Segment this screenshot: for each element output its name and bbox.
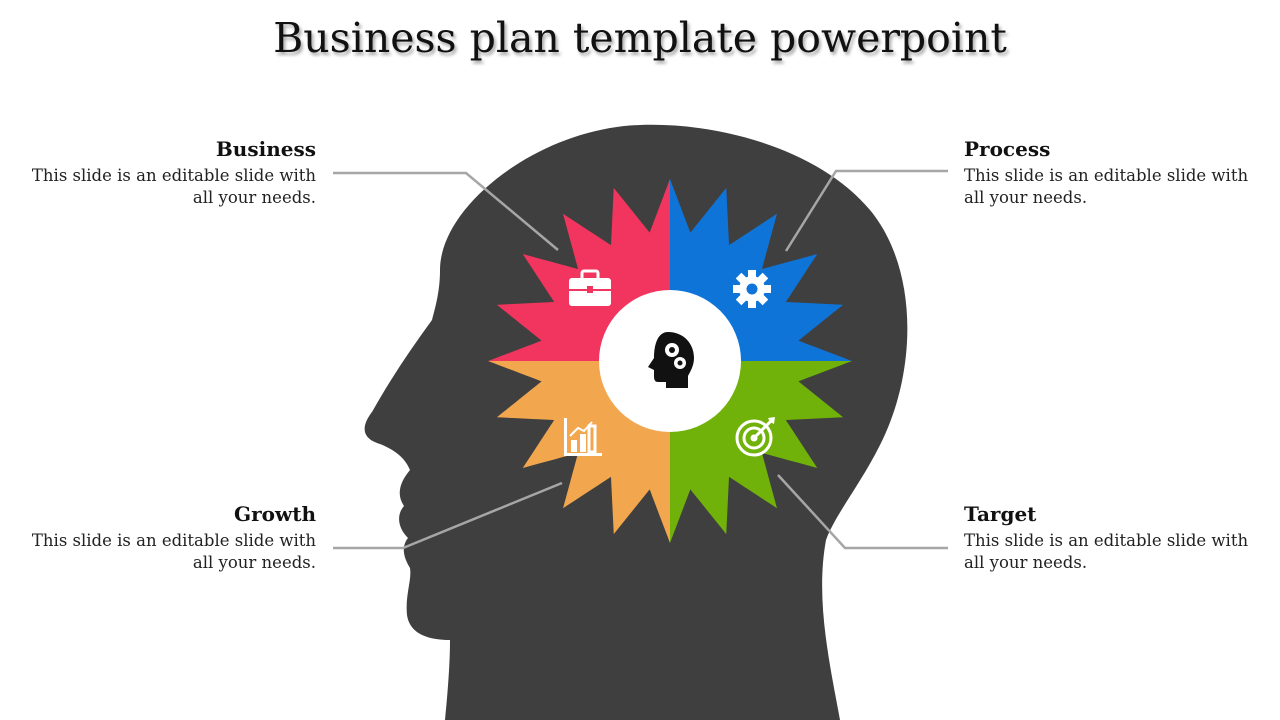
label-growth-text: This slide is an editable slide with all…: [31, 531, 316, 572]
gear-icon: [733, 270, 771, 308]
target-icon: [735, 417, 775, 457]
gear-tooth: [748, 298, 756, 308]
label-growth: Growth This slide is an editable slide w…: [16, 502, 316, 574]
connector-process: [784, 169, 948, 252]
head-gears-icon: [648, 332, 694, 388]
label-growth-heading: Growth: [234, 502, 316, 526]
connector-target: [777, 474, 948, 550]
label-target-heading: Target: [964, 502, 1037, 526]
label-process-heading: Process: [964, 137, 1051, 161]
connector-growth: [333, 481, 563, 550]
slide-title: Business plan template powerpoint: [273, 14, 1007, 62]
label-target-text: This slide is an editable slide with all…: [964, 531, 1249, 572]
bar-chart-icon: [564, 418, 602, 456]
connector-business: [333, 171, 559, 251]
gear-tooth: [748, 270, 756, 280]
label-target: Target This slide is an editable slide w…: [964, 502, 1264, 574]
label-process: Process This slide is an editable slide …: [964, 137, 1264, 209]
label-process-text: This slide is an editable slide with all…: [964, 166, 1249, 207]
label-business-text: This slide is an editable slide with all…: [31, 166, 316, 207]
label-business: Business This slide is an editable slide…: [16, 137, 316, 209]
label-business-heading: Business: [215, 137, 316, 161]
briefcase-icon: [569, 269, 611, 306]
